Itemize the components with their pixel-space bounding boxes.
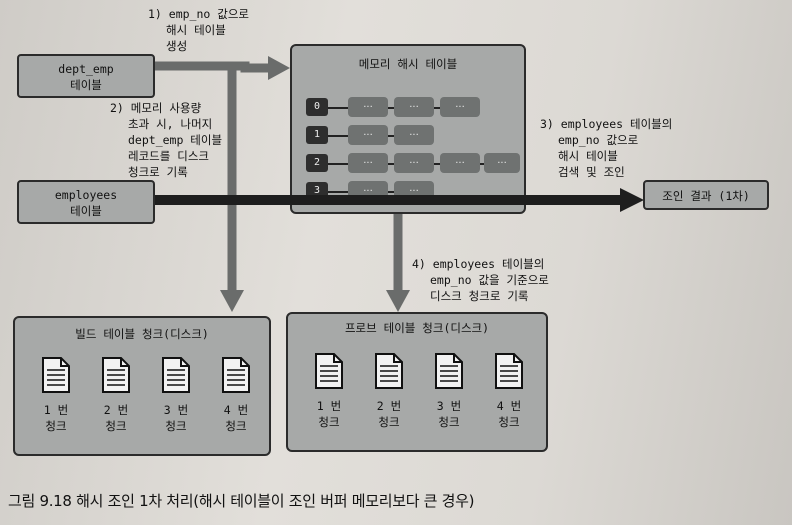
probe-chunks-title: 프로브 테이블 청크(디스크) <box>344 321 490 335</box>
employees-table-box: employees 테이블 <box>17 180 155 224</box>
employees-name: employees <box>54 188 118 202</box>
annotation-line: dept_emp 테이블 <box>128 133 223 147</box>
document-icon <box>162 357 190 393</box>
document-icon <box>315 353 343 389</box>
hash-entry: ... <box>394 97 434 117</box>
annotation-line: 해시 테이블 <box>558 149 618 163</box>
build-chunk-1: 1 번 청크 <box>31 356 81 433</box>
annotation-line: emp_no 값으로 <box>558 133 639 147</box>
hash-entry: ... <box>348 97 388 117</box>
hash-slot-0: 0 <box>306 98 328 116</box>
join-result-box: 조인 결과 (1차) <box>643 180 769 210</box>
chunk-number: 3 번 <box>163 403 189 417</box>
hash-entry: ... <box>394 153 434 173</box>
build-chunk-3: 3 번 청크 <box>151 356 201 433</box>
annotation-line: emp_no 값을 기준으로 <box>430 273 549 287</box>
figure-caption: 그림 9.18 해시 조인 1차 처리(해시 테이블이 조인 버퍼 메모리보다 … <box>8 492 475 510</box>
chunk-number: 1 번 <box>316 399 342 413</box>
probe-chunk-4: 4 번 청크 <box>484 352 534 429</box>
annotation-line: 검색 및 조인 <box>558 165 625 179</box>
hash-entry: ... <box>484 153 520 173</box>
chunk-number: 4 번 <box>496 399 522 413</box>
chunk-number: 4 번 <box>223 403 249 417</box>
arrowhead-dept-emp-to-hash <box>268 56 290 80</box>
join-result-label: 조인 결과 (1차) <box>662 189 750 203</box>
dept-emp-table-box: dept_emp 테이블 <box>17 54 155 98</box>
hash-entry: ... <box>394 125 434 145</box>
build-chunk-2: 2 번 청크 <box>91 356 141 433</box>
chunk-label: 청크 <box>498 415 520 429</box>
annotation-line: 3) employees 테이블의 <box>540 117 673 131</box>
dept-emp-kind: 테이블 <box>70 78 102 92</box>
build-chunks-title: 빌드 테이블 청크(디스크) <box>75 327 209 341</box>
probe-table-chunks-box: 프로브 테이블 청크(디스크) 1 번 청크 2 번 청크 3 번 청크 4 번… <box>286 312 548 452</box>
annotation-line: 4) employees 테이블의 <box>412 257 545 271</box>
chunk-number: 3 번 <box>436 399 462 413</box>
hash-table-title: 메모리 해시 테이블 <box>358 57 458 71</box>
dept-emp-name: dept_emp <box>58 62 114 76</box>
probe-chunk-3: 3 번 청크 <box>424 352 474 429</box>
annotation-step4: 4) employees 테이블의 emp_no 값을 기준으로 디스크 청크로… <box>412 256 549 304</box>
annotation-line: 생성 <box>166 39 188 53</box>
annotation-line: 해시 테이블 <box>166 23 226 37</box>
chunk-number: 2 번 <box>376 399 402 413</box>
chunk-label: 청크 <box>45 419 67 433</box>
chunk-label: 청크 <box>438 415 460 429</box>
document-icon <box>102 357 130 393</box>
document-icon <box>375 353 403 389</box>
hash-entry: ... <box>440 153 480 173</box>
probe-chunk-1: 1 번 청크 <box>304 352 354 429</box>
annotation-step2: 2) 메모리 사용량 초과 시, 나머지 dept_emp 테이블 레코드를 디… <box>110 100 222 180</box>
document-icon <box>495 353 523 389</box>
arrowhead-employees-to-probe <box>386 290 410 312</box>
build-table-chunks-box: 빌드 테이블 청크(디스크) 1 번 청크 2 번 청크 3 번 청크 4 번 … <box>13 316 271 456</box>
annotation-line: 디스크 청크로 기록 <box>430 289 529 303</box>
hash-entry: ... <box>348 153 388 173</box>
arrow-dept-emp-to-hash <box>155 61 268 73</box>
arrowhead-employees-to-result <box>620 188 644 212</box>
memory-hash-table-box: 메모리 해시 테이블 0 ... ... ... 1 ... ... 2 ...… <box>290 44 526 214</box>
chunk-number: 2 번 <box>103 403 129 417</box>
annotation-line: 2) 메모리 사용량 <box>110 101 202 115</box>
employees-kind: 테이블 <box>70 204 102 218</box>
document-icon <box>42 357 70 393</box>
chunk-label: 청크 <box>225 419 247 433</box>
annotation-line: 초과 시, 나머지 <box>128 117 213 131</box>
hash-entry: ... <box>348 125 388 145</box>
arrowhead-dept-emp-to-build <box>220 290 244 312</box>
annotation-line: 레코드를 디스크 <box>128 149 209 163</box>
annotation-step1: 1) emp_no 값으로 해시 테이블 생성 <box>148 6 249 54</box>
annotation-line: 1) emp_no 값으로 <box>148 7 249 21</box>
annotation-step3: 3) employees 테이블의 emp_no 값으로 해시 테이블 검색 및… <box>540 116 672 180</box>
hash-slot-1: 1 <box>306 126 328 144</box>
document-icon <box>435 353 463 389</box>
chunk-label: 청크 <box>105 419 127 433</box>
hash-entry: ... <box>440 97 480 117</box>
chunk-number: 1 번 <box>43 403 69 417</box>
chunk-label: 청크 <box>378 415 400 429</box>
chunk-label: 청크 <box>165 419 187 433</box>
document-icon <box>222 357 250 393</box>
probe-chunk-2: 2 번 청크 <box>364 352 414 429</box>
chunk-label: 청크 <box>318 415 340 429</box>
hash-slot-2: 2 <box>306 154 328 172</box>
annotation-line: 청크로 기록 <box>128 165 188 179</box>
build-chunk-4: 4 번 청크 <box>211 356 261 433</box>
